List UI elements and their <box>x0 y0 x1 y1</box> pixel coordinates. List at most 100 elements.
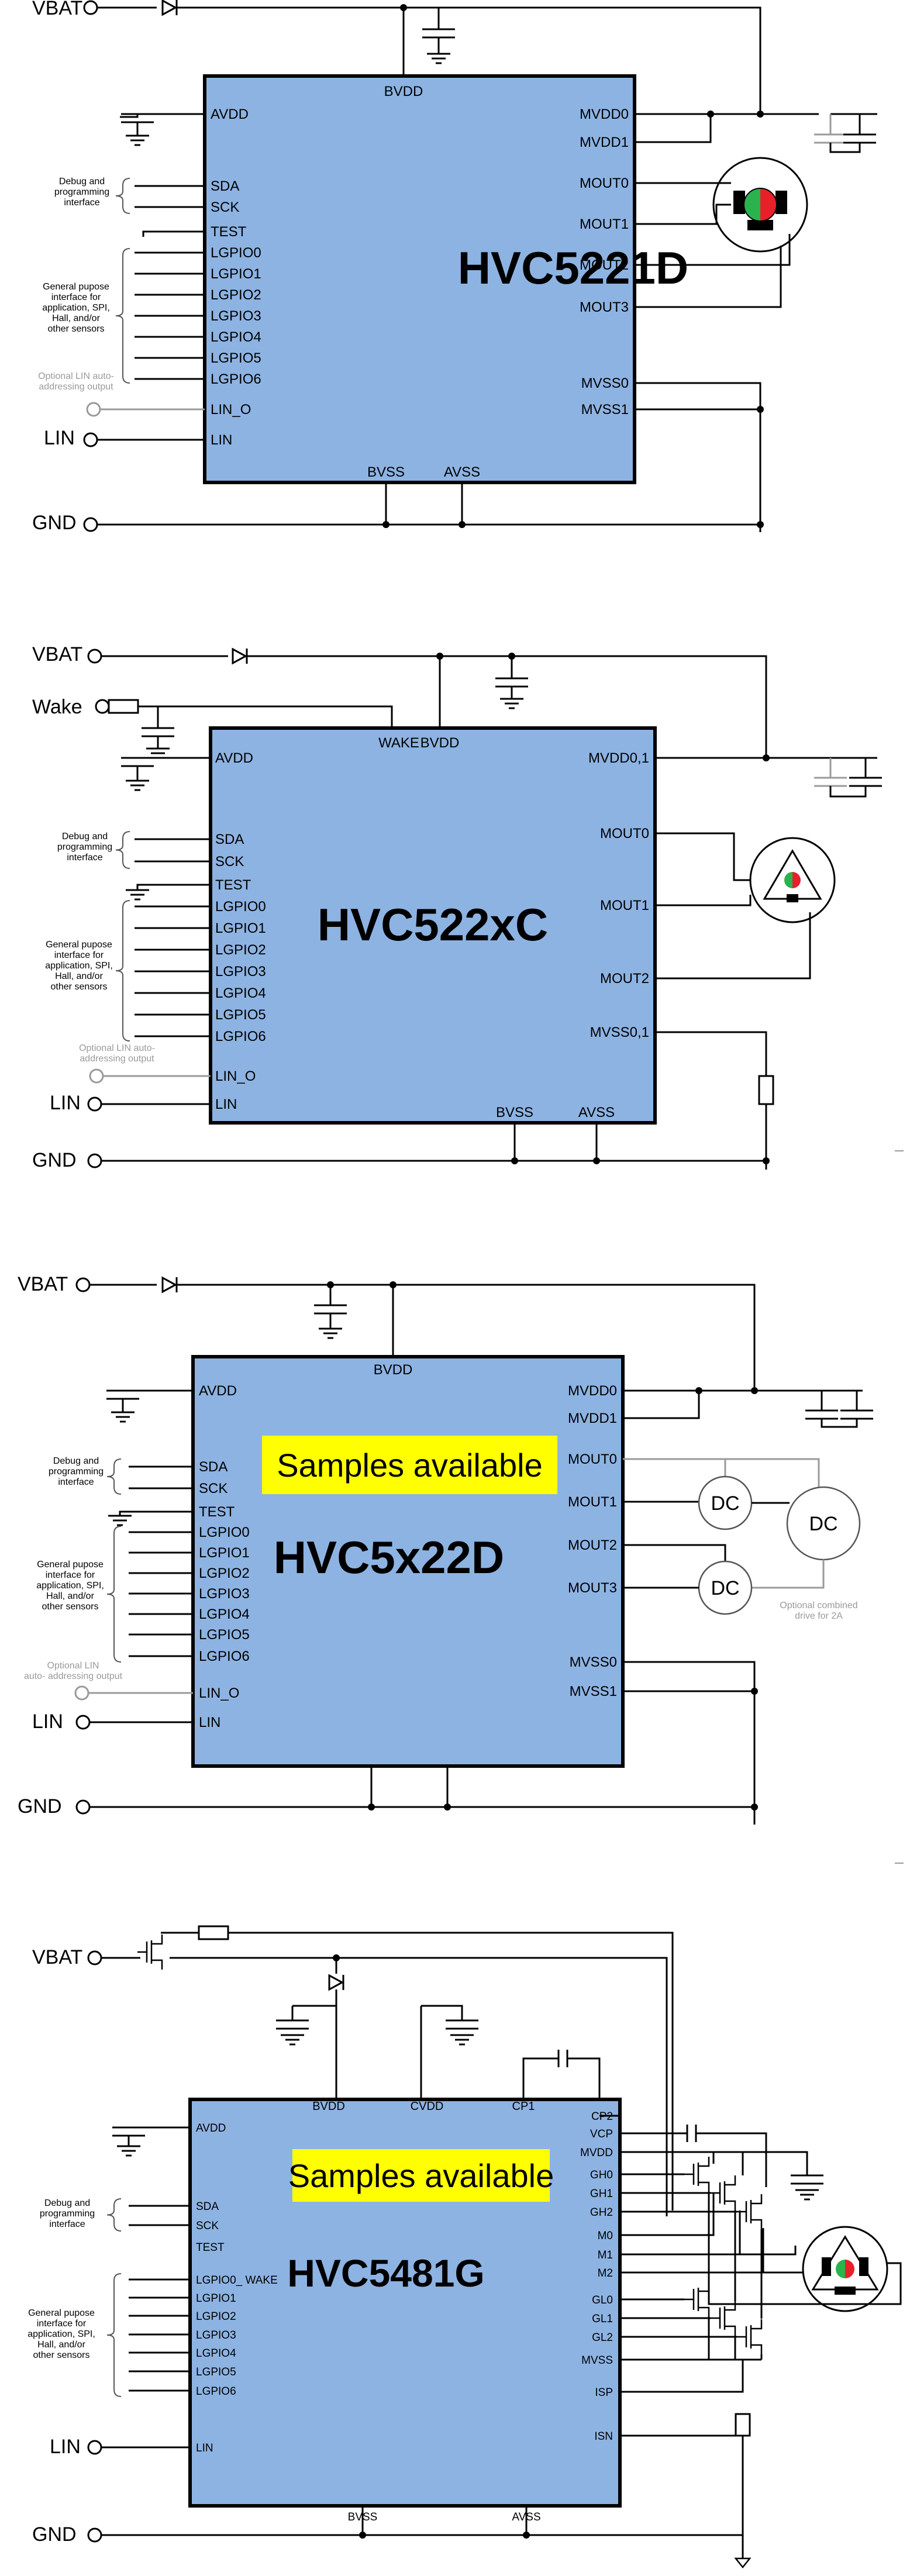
right-pin-label: MVSS1 <box>581 402 629 418</box>
wire <box>829 143 861 153</box>
ground-arrow <box>734 2557 752 2569</box>
left-pin-label: LGPIO4 <box>215 985 266 1001</box>
samples-badge-text: Samples available <box>277 1447 542 1484</box>
junction-dot <box>459 521 466 528</box>
capacitor-symbol <box>276 2019 309 2030</box>
junction-dot <box>444 1803 451 1811</box>
right-pin-label: GL2 <box>592 2332 613 2344</box>
curly-brace <box>106 1526 122 1663</box>
wire <box>635 234 791 266</box>
diode-symbol <box>232 647 248 665</box>
left-pin-label: AVDD <box>199 1383 237 1399</box>
left-pin-label: SDA <box>196 2201 219 2213</box>
coil-bottom <box>835 2287 856 2295</box>
mosfet-lines <box>684 2282 710 2317</box>
terminal-circle <box>75 1799 91 1815</box>
right-pin-label: MVDD1 <box>580 135 629 150</box>
left-pin-label: LGPIO6 <box>215 1029 266 1044</box>
mosfet-lines <box>137 1934 163 1970</box>
bldc-motor-icon <box>712 157 808 253</box>
pin-bvss: BVSS <box>496 1105 533 1120</box>
gnd-label: GND <box>32 1149 77 1171</box>
pin-avss: AVSS <box>578 1105 615 1120</box>
junction-dot <box>763 1157 770 1164</box>
terminal-circle <box>87 1096 102 1112</box>
left-pin-label: SDA <box>211 178 239 194</box>
curly-brace <box>106 2198 122 2232</box>
left-pin-label: AVDD <box>211 106 249 122</box>
resistor-symbol <box>758 1075 774 1105</box>
lin-label: LIN <box>50 2436 81 2458</box>
terminal-circle <box>83 517 98 532</box>
vbat-label: VBAT <box>32 643 82 665</box>
wire <box>177 6 761 112</box>
left-pin-label: LGPIO0 <box>215 899 266 915</box>
rotor-outline <box>743 188 777 222</box>
left-pin-label: LIN_O <box>199 1685 239 1701</box>
left-pin-label: LGPIO3 <box>196 2329 236 2341</box>
wire <box>119 1511 193 1516</box>
pin-wake: WAKE <box>378 735 419 751</box>
right-pin-label: GH0 <box>590 2169 613 2181</box>
junction-dot <box>523 2532 530 2539</box>
right-pin-label: MVDD1 <box>568 1411 617 1426</box>
coil-right <box>775 191 787 214</box>
mosfet-lines <box>737 2194 763 2229</box>
wake-label: Wake <box>32 696 82 718</box>
right-pin-label: MVDD0,1 <box>588 750 649 766</box>
wire <box>177 1284 756 1392</box>
coil-left <box>822 2257 831 2276</box>
terminal-circle <box>83 432 98 447</box>
mosfet-symbol <box>711 2175 736 2211</box>
ground-symbol <box>126 780 149 791</box>
wire <box>655 912 811 980</box>
ground-symbol <box>111 1411 135 1423</box>
diode-body <box>161 0 178 16</box>
capacitor-symbol <box>805 1409 838 1420</box>
curly-brace <box>115 178 130 214</box>
wire <box>635 114 712 143</box>
right-pin-label: MOUT2 <box>568 1537 617 1553</box>
junction-dot <box>327 1281 334 1288</box>
curly-brace <box>115 831 130 869</box>
diagram-hvc5221d: VBATBVDDHVC5221DAVDDSDASCKTESTLGPIO0LGPI… <box>32 0 877 534</box>
left-pin-label: SCK <box>211 199 239 215</box>
left-pin-label: LGPIO4 <box>211 329 261 345</box>
bldc-motor-icon <box>749 837 836 923</box>
wire <box>620 2211 741 2256</box>
left-pin-label: LGPIO4 <box>199 1606 250 1622</box>
coil-right <box>859 2257 868 2276</box>
left-pin-label: LGPIO2 <box>211 287 261 303</box>
left-pin-label: LGPIO2 <box>196 2311 236 2323</box>
wire <box>120 114 139 118</box>
left-pin-label: LIN_O <box>215 1068 256 1084</box>
wire <box>655 895 752 906</box>
rotor-red <box>845 2260 854 2278</box>
samples-badge <box>262 1436 557 1494</box>
wire <box>421 2005 463 2020</box>
wire <box>136 884 211 890</box>
terminal-circle <box>87 2527 102 2543</box>
junction-dot <box>757 406 764 413</box>
chip-name: HVC5x22D <box>274 1532 505 1583</box>
rotor-green <box>836 2260 845 2278</box>
wire <box>228 1932 674 2211</box>
right-pin-label: MOUT1 <box>600 898 649 913</box>
ground-symbol <box>500 698 523 709</box>
mosfet-lines <box>711 2301 736 2336</box>
curly-brace <box>115 248 130 384</box>
left-pin-label: LGPIO3 <box>215 964 266 980</box>
wire <box>247 655 767 757</box>
wire <box>620 2193 715 2236</box>
right-pin-label: MVSS0,1 <box>590 1025 649 1040</box>
left-pin-label: SDA <box>215 832 244 847</box>
wire <box>735 2246 797 2256</box>
rotor-green <box>784 872 792 888</box>
left-pin-label: TEST <box>211 224 247 240</box>
